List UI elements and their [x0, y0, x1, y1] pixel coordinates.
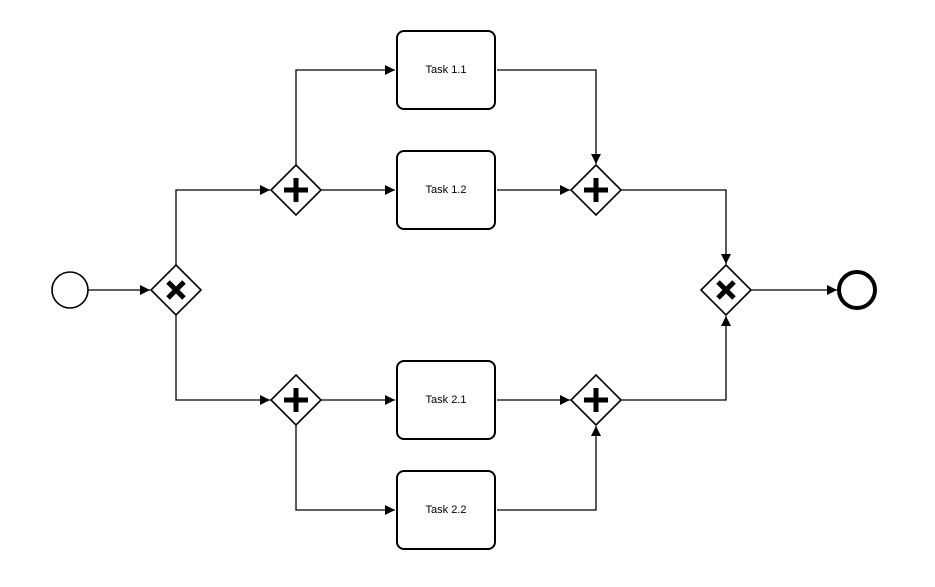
task-label: Task 2.2: [425, 504, 467, 516]
flow-task-2-2-to-and-join-2[interactable]: [497, 426, 601, 511]
exclusive-join-gateway[interactable]: [699, 263, 753, 317]
task-label: Task 1.2: [425, 184, 467, 196]
end-event[interactable]: [837, 270, 877, 310]
task-1-1[interactable]: Task 1.1: [396, 30, 496, 110]
task-label: Task 1.1: [425, 64, 467, 76]
flow-xor-split-to-and-split-1[interactable]: [175, 185, 270, 265]
parallel-join-gateway-1[interactable]: [569, 163, 623, 217]
flow-task-1-1-to-and-join-1[interactable]: [497, 69, 601, 164]
plus-icon: [584, 178, 608, 202]
plus-icon: [284, 178, 308, 202]
start-event[interactable]: [51, 271, 89, 309]
x-icon: [716, 280, 736, 300]
task-1-2[interactable]: Task 1.2: [396, 150, 496, 230]
parallel-join-gateway-2[interactable]: [569, 373, 623, 427]
flow-xor-split-to-and-split-2[interactable]: [175, 315, 270, 405]
exclusive-split-gateway[interactable]: [149, 263, 203, 317]
parallel-split-gateway-1[interactable]: [269, 163, 323, 217]
flow-and-join-1-to-xor-join[interactable]: [621, 189, 731, 264]
plus-icon: [584, 388, 608, 412]
plus-icon: [284, 388, 308, 412]
flow-and-join-2-to-xor-join[interactable]: [621, 316, 731, 401]
flow-and-split-1-to-task-1-1[interactable]: [295, 65, 395, 165]
flow-and-split-2-to-task-2-2[interactable]: [295, 425, 395, 515]
task-2-1[interactable]: Task 2.1: [396, 360, 496, 440]
parallel-split-gateway-2[interactable]: [269, 373, 323, 427]
task-2-2[interactable]: Task 2.2: [396, 470, 496, 550]
x-icon: [166, 280, 186, 300]
task-label: Task 2.1: [425, 394, 467, 406]
